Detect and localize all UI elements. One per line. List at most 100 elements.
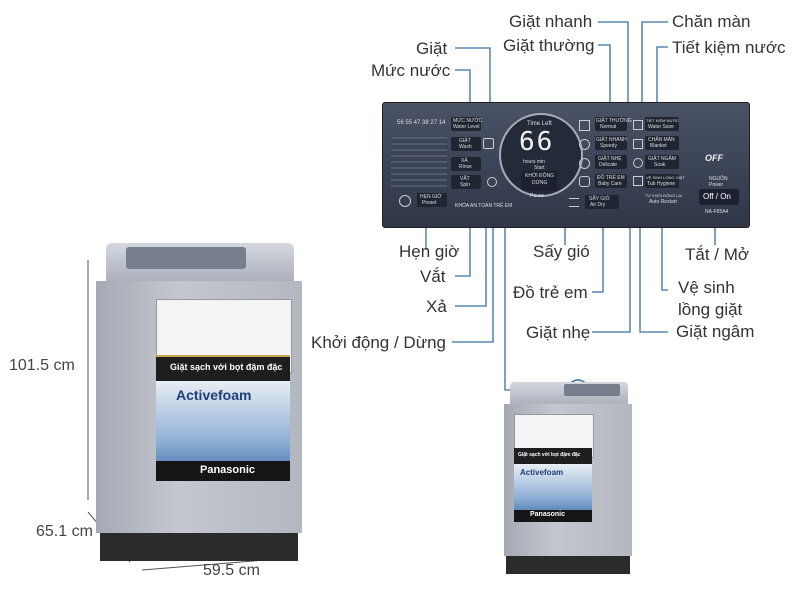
model-text: NA-F85A4 bbox=[705, 209, 729, 215]
label-vat: Vắt bbox=[420, 267, 446, 286]
giat-nhe-btn-text: GIẶT NHẸ bbox=[598, 156, 622, 162]
tub-hygiene-en-text: Tub Hygiene bbox=[647, 181, 676, 187]
control-panel: 56 55 47 38 27 14 MỨC NƯỚC Water Level G… bbox=[382, 102, 750, 228]
wash-en-text: Wash bbox=[459, 144, 472, 150]
muc-nuoc-button[interactable]: MỨC NƯỚC Water Level bbox=[451, 117, 483, 131]
banner bbox=[156, 355, 290, 383]
vat-btn-text: VẮT bbox=[460, 176, 470, 182]
spin-icon bbox=[487, 177, 497, 187]
indicator-bars bbox=[391, 137, 447, 189]
brand-text: Panasonic bbox=[200, 464, 256, 476]
line-khoi-dong bbox=[452, 185, 494, 343]
child-lock-text: KHÓA AN TOÀN TRẺ EM bbox=[455, 203, 513, 209]
small-washing-machine: Giặt sạch với bọt đậm đặc Activefoam Pan… bbox=[504, 382, 632, 574]
small-base bbox=[506, 556, 630, 574]
speedy-en-text: Speedy bbox=[600, 143, 617, 149]
water-level-en-text: Water Level bbox=[453, 124, 480, 130]
shirt-icon bbox=[579, 120, 590, 131]
label-hen-gio: Hẹn giờ bbox=[399, 242, 460, 261]
water-save-en-text: Water Save bbox=[648, 124, 674, 130]
giat-nhe-button[interactable]: GIẶT NHẸ Delicate bbox=[595, 155, 627, 169]
giat-thuong-btn-text: GIẶT THƯỜNG bbox=[596, 118, 632, 124]
giat-nhanh-btn-text: GIẶT NHANH bbox=[596, 137, 627, 143]
speedy-icon bbox=[579, 139, 590, 150]
soak-en-text: Soak bbox=[654, 162, 666, 168]
power-en-text: Power bbox=[709, 182, 724, 188]
small-lid-panel bbox=[564, 384, 620, 396]
display-digits: 66 bbox=[519, 127, 555, 157]
hen-gio-button[interactable]: HẸN GIỜ Preset bbox=[417, 193, 447, 207]
base bbox=[100, 533, 298, 561]
chan-man-button[interactable]: CHĂN MÀN Blanket bbox=[645, 136, 679, 150]
line-giat-nhanh bbox=[598, 21, 629, 140]
giat-thuong-button[interactable]: GIẶT THƯỜNG Normal bbox=[595, 117, 632, 131]
hours-min-text: hours min bbox=[523, 159, 545, 165]
banner-text: Giặt sạch với bọt đậm đặc bbox=[170, 362, 283, 372]
label-giat-nhanh: Giặt nhanh bbox=[509, 12, 593, 31]
nguon-text: NGUỒN bbox=[709, 176, 728, 182]
xa-button[interactable]: XẢ Rinse bbox=[451, 157, 481, 171]
label-long-giat: lồng giặt bbox=[678, 300, 743, 319]
depth-label: 65.1 cm bbox=[36, 523, 93, 540]
label-giat-nhe: Giặt nhẹ bbox=[526, 323, 591, 342]
water-level-scale: 56 55 47 38 27 14 bbox=[397, 120, 446, 126]
power-button[interactable]: Off / On bbox=[699, 189, 739, 205]
large-washing-machine: Giặt sạch với bọt đậm đặc Activefoam Pan… bbox=[96, 243, 302, 561]
blanket-icon bbox=[633, 139, 643, 149]
lid-panel bbox=[126, 247, 246, 269]
tu-khoi-dong-text: TỰ KHỞI ĐỘNG LẠI bbox=[645, 193, 683, 198]
line-tiet-kiem bbox=[656, 46, 668, 122]
giat-ngam-btn-text: GIẶT NGÂM bbox=[648, 156, 676, 162]
ve-sinh-button[interactable]: VỆ SINH LỒNG GIẶT Tub Hygiene bbox=[645, 174, 685, 188]
chan-man-btn-text: CHĂN MÀN bbox=[648, 137, 675, 143]
giat-button[interactable]: GIẶT Wash bbox=[451, 137, 481, 151]
label-do-tre-em: Đồ trẻ em bbox=[513, 283, 588, 302]
ve-sinh-btn-text: VỆ SINH LỒNG GIẶT bbox=[646, 175, 685, 180]
baby-icon bbox=[579, 176, 590, 187]
small-activefoam-logo: Activefoam bbox=[520, 468, 564, 477]
giat-nhanh-button[interactable]: GIẶT NHANH Speedy bbox=[595, 136, 627, 150]
delicate-en-text: Delicate bbox=[599, 162, 618, 168]
clock-icon bbox=[399, 195, 411, 207]
start-text: Start bbox=[534, 165, 545, 171]
say-gio-btn-text: SẤY GIÓ bbox=[589, 196, 610, 202]
small-banner-text: Giặt sạch với bọt đậm đặc bbox=[518, 452, 581, 458]
xa-btn-text: XẢ bbox=[461, 158, 468, 164]
label-chan-man: Chăn màn bbox=[672, 12, 751, 31]
label-say-gio: Sấy gió bbox=[533, 242, 590, 261]
line-giat-thuong bbox=[598, 44, 611, 122]
label-tiet-kiem-nuoc: Tiết kiệm nước bbox=[672, 38, 786, 57]
line-do-tre-em bbox=[592, 224, 604, 293]
label-giat: Giặt bbox=[416, 39, 448, 58]
giat-btn-text: GIẶT bbox=[459, 138, 471, 144]
label-giat-ngam: Giặt ngâm bbox=[676, 322, 755, 341]
brand-strip bbox=[156, 461, 290, 481]
do-tre-em-btn-text: ĐỒ TRẺ EM bbox=[597, 175, 625, 181]
auto-off-logo: OFF bbox=[705, 153, 723, 163]
tiet-kiem-btn-text: TIẾT KIỆM NƯỚC bbox=[646, 118, 680, 123]
say-gio-button[interactable]: SẤY GIÓ Air Dry bbox=[585, 195, 619, 209]
air-dry-icon bbox=[569, 198, 579, 207]
activefoam-logo: Activefoam bbox=[176, 387, 252, 403]
small-brand-strip bbox=[514, 510, 592, 522]
hen-gio-btn-text: HẸN GIỜ bbox=[420, 194, 442, 200]
rinse-en-text: Rinse bbox=[459, 164, 472, 170]
tub-icon bbox=[633, 176, 643, 186]
soak-icon bbox=[633, 158, 643, 168]
vat-button[interactable]: VẮT Spin bbox=[451, 175, 481, 189]
spin-en-text: Spin bbox=[460, 182, 471, 188]
label-muc-nuoc: Mức nước bbox=[371, 61, 451, 80]
width-label: 59.5 cm bbox=[203, 562, 260, 579]
delicate-icon bbox=[579, 158, 590, 169]
giat-ngam-button[interactable]: GIẶT NGÂM Soak bbox=[645, 155, 679, 169]
water-save-icon bbox=[633, 120, 643, 130]
height-label: 101.5 cm bbox=[9, 357, 75, 374]
do-tre-em-button[interactable]: ĐỒ TRẺ EM Baby Care bbox=[595, 174, 627, 188]
label-giat-thuong: Giặt thường bbox=[503, 36, 595, 55]
blanket-en-text: Blanket bbox=[650, 143, 667, 149]
tiet-kiem-nuoc-button[interactable]: TIẾT KIỆM NƯỚC Water Save bbox=[645, 117, 679, 131]
start-pause-button[interactable]: KHỞI ĐỘNG DỪNG bbox=[521, 171, 557, 191]
off-on-text: Off / On bbox=[703, 192, 731, 201]
preset-en-text: Preset bbox=[422, 200, 437, 206]
muc-nuoc-btn-text: MỨC NƯỚC bbox=[453, 118, 483, 124]
